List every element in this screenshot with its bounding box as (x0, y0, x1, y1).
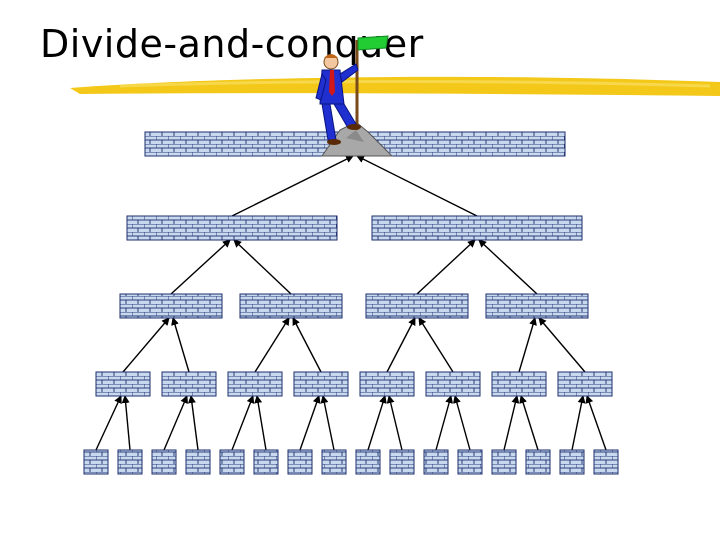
tree-link-arrow (95, 395, 122, 451)
tree-link-arrow (231, 395, 255, 451)
brick-wall-node (117, 449, 143, 475)
tree-link-arrow (171, 317, 190, 373)
brick-wall-node (185, 449, 211, 475)
tie-icon (329, 70, 335, 96)
brick-wall-node (389, 449, 415, 475)
tree-link-arrow (518, 317, 537, 373)
brick-wall-node (525, 449, 551, 475)
brick-wall-node (457, 449, 483, 475)
brick-wall-node (593, 449, 619, 475)
brick-wall-node (287, 449, 313, 475)
brick-wall-node (355, 449, 381, 475)
brick-wall-node (95, 371, 151, 397)
tree-link-arrow (538, 317, 586, 373)
tree-link-arrow (254, 317, 290, 373)
brick-wall-node (491, 449, 517, 475)
tree-link-arrow (320, 395, 335, 451)
tree-nodes (83, 131, 619, 475)
brick-wall-node (83, 449, 109, 475)
tree-link-arrow (187, 395, 199, 451)
brick-wall-node (423, 449, 449, 475)
tree-link-arrow (478, 239, 538, 295)
tree-link-arrow (386, 317, 416, 373)
brick-wall-node (321, 449, 347, 475)
brick-wall-node (425, 371, 481, 397)
tree-link-arrow (585, 395, 607, 451)
brick-wall-node (253, 449, 279, 475)
tree-link-arrow (386, 395, 403, 451)
title-underline-highlight-2 (119, 80, 711, 88)
brick-wall-node (485, 293, 589, 319)
tree-link-arrow (233, 239, 292, 295)
brick-wall-node (491, 371, 547, 397)
brick-wall-node (126, 215, 338, 241)
man-with-flag-icon (315, 35, 394, 157)
brick-wall-node (359, 371, 415, 397)
tree-link-arrow (453, 395, 471, 451)
flag-icon (357, 35, 389, 51)
tree-link-arrow (121, 395, 131, 451)
brick-wall-node (239, 293, 343, 319)
tree-link-arrow (571, 395, 586, 451)
brick-wall-node (151, 449, 177, 475)
brick-wall-node (119, 293, 223, 319)
brick-wall-node (371, 215, 583, 241)
tree-link-arrow (170, 239, 231, 295)
tree-link-arrow (163, 395, 188, 451)
brick-wall-node (293, 371, 349, 397)
brick-wall-node (227, 371, 283, 397)
title-underline-highlight (70, 76, 720, 96)
brick-wall-node (557, 371, 613, 397)
tree-link-arrow (418, 317, 454, 373)
tree-link-arrow (292, 317, 322, 373)
tree-link-arrow (231, 155, 354, 217)
tree-link-arrow (416, 239, 476, 295)
tree-link-arrow (356, 155, 478, 217)
tree-link-arrow (122, 317, 170, 373)
tree-link-arrow (503, 395, 520, 451)
tree-link-arrow (519, 395, 539, 451)
tree-links (95, 155, 607, 451)
tree-link-arrow (254, 395, 267, 451)
brick-wall-node (365, 293, 469, 319)
tree-link-arrow (299, 395, 321, 451)
tree-link-arrow (367, 395, 387, 451)
brick-wall-node (559, 449, 585, 475)
tree-link-arrow (435, 395, 453, 451)
brick-wall-node (219, 449, 245, 475)
brick-wall-node (161, 371, 217, 397)
